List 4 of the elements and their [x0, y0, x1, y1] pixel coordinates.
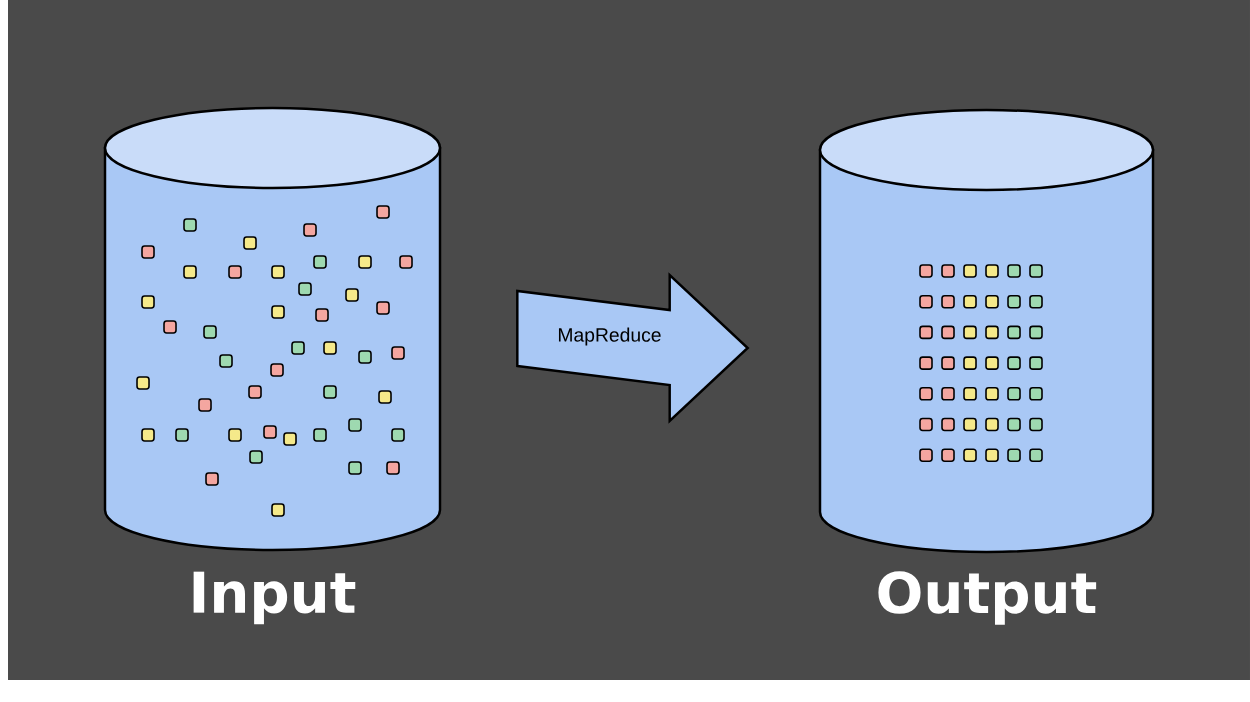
cylinder-label: Input: [193, 571, 356, 625]
block-arrow: [516, 272, 750, 424]
cylinder-label: Output: [878, 571, 1097, 625]
edge-label: MapReduce: [558, 327, 661, 346]
